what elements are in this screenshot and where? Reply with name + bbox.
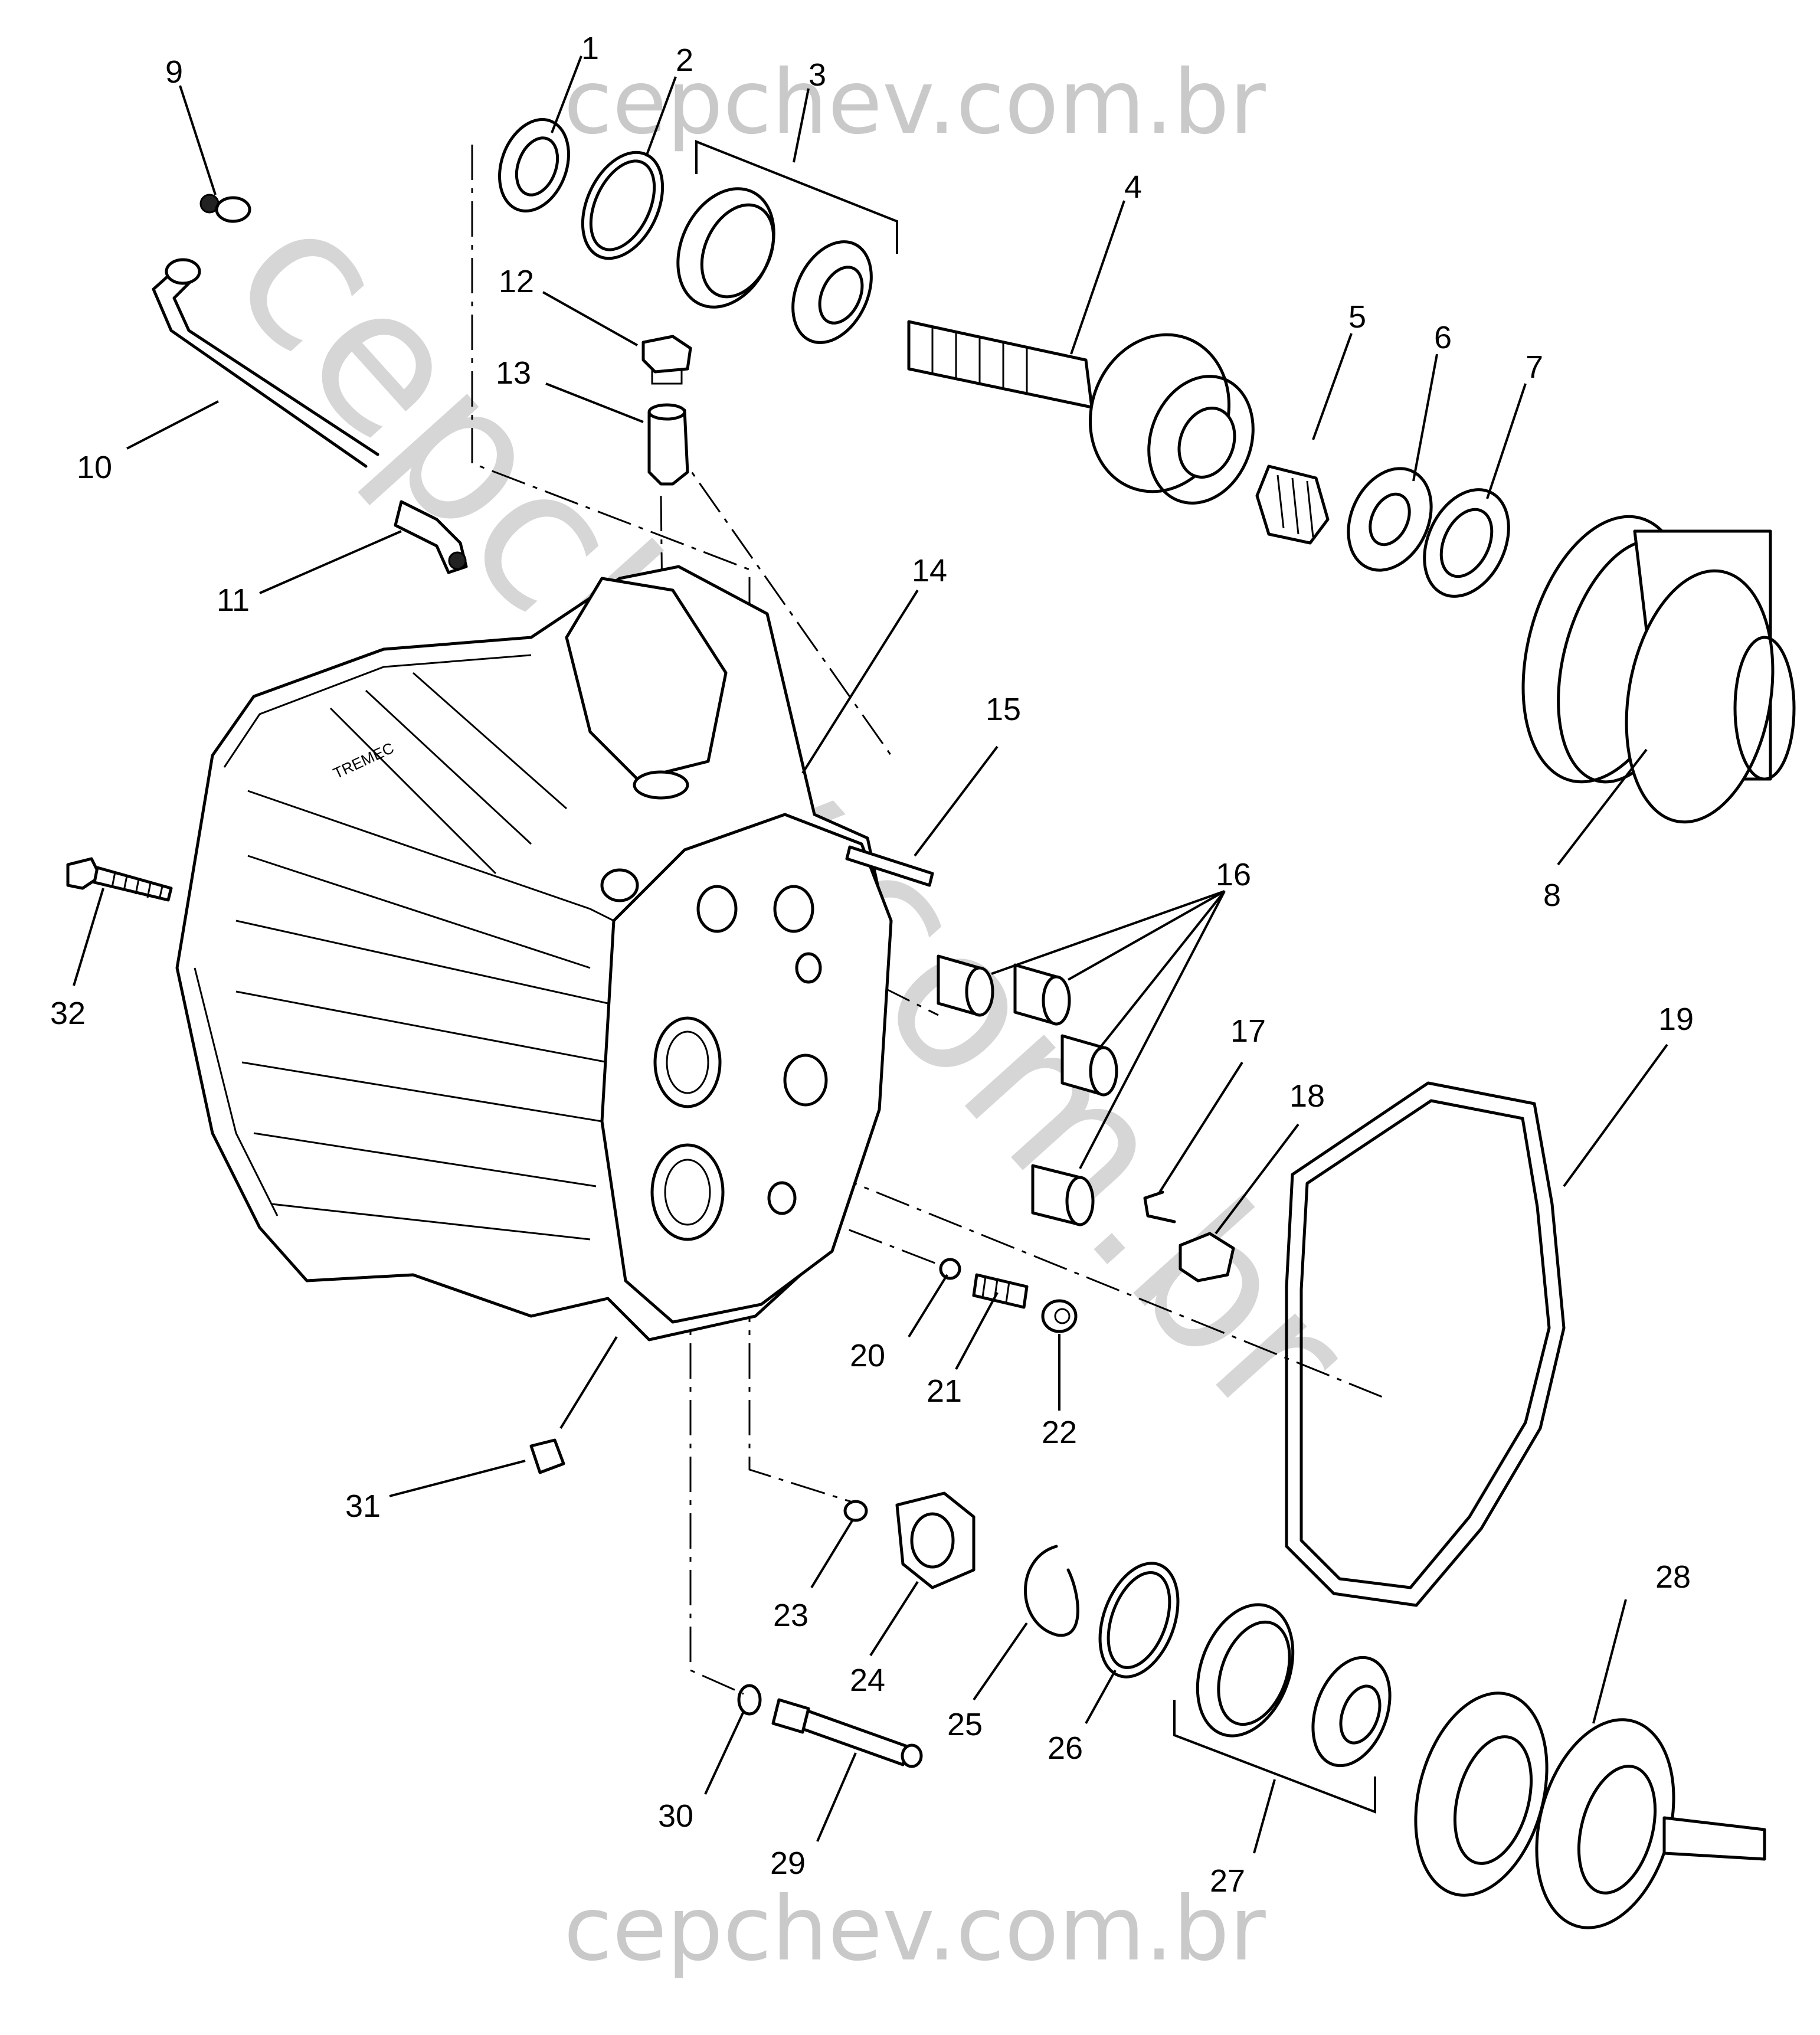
part-3-bearing — [676, 140, 898, 344]
callout-5: 5 — [1348, 299, 1366, 335]
callout-7: 7 — [1526, 349, 1543, 385]
callout-22: 22 — [1042, 1415, 1077, 1450]
callout-16: 16 — [1216, 857, 1251, 892]
callout-13: 13 — [496, 355, 531, 391]
callout-29: 29 — [770, 1846, 806, 1881]
callout-20: 20 — [850, 1338, 885, 1373]
callout-1: 1 — [581, 31, 599, 66]
leader-lines — [73, 55, 1668, 1854]
callout-26: 26 — [1048, 1730, 1083, 1766]
callout-8: 8 — [1543, 878, 1561, 913]
part-1-seal — [498, 118, 570, 212]
part-17-clip — [1143, 1190, 1176, 1223]
callout-labels: 1 2 3 4 5 6 7 8 9 10 11 12 13 14 15 16 1… — [50, 31, 1694, 1899]
part-10-vent-tube — [152, 258, 379, 468]
part-19-gasket — [1285, 1081, 1566, 1607]
part-25-snap-ring — [1024, 1545, 1079, 1637]
callout-27: 27 — [1210, 1863, 1245, 1899]
part-6-thrust-washer — [1347, 467, 1433, 572]
callout-6: 6 — [1434, 320, 1452, 355]
callout-4: 4 — [1124, 169, 1142, 205]
callout-24: 24 — [850, 1663, 885, 1698]
callout-23: 23 — [773, 1598, 808, 1633]
callout-32: 32 — [50, 996, 86, 1031]
part-13-detent — [647, 403, 689, 486]
callout-14: 14 — [912, 553, 947, 588]
part-11-vent-elbow — [394, 500, 468, 574]
callout-21: 21 — [927, 1373, 962, 1409]
callout-3: 3 — [808, 57, 826, 93]
part-20-ball — [939, 1258, 961, 1280]
callout-11: 11 — [217, 583, 250, 618]
part-28-countershaft — [1414, 1692, 1766, 1929]
callout-9: 9 — [165, 54, 183, 90]
part-31-plug — [529, 1438, 565, 1474]
callout-25: 25 — [947, 1707, 983, 1742]
part-9-clip — [199, 194, 251, 223]
callout-19: 19 — [1658, 1002, 1694, 1037]
part-8-mainshaft-assembly — [1521, 515, 1796, 824]
part-24-bearing-retainer — [895, 1491, 976, 1589]
callout-18: 18 — [1289, 1078, 1325, 1114]
part-27-bearing — [1173, 1603, 1392, 1814]
callout-12: 12 — [499, 264, 534, 299]
part-12-plug — [641, 335, 692, 385]
callout-17: 17 — [1230, 1013, 1266, 1049]
watermark-bottom: cepchev.com.br — [564, 1878, 1266, 1981]
callout-31: 31 — [345, 1488, 381, 1524]
callout-2: 2 — [676, 42, 693, 78]
clutch-housing: TREMEC — [175, 565, 893, 1342]
callout-15: 15 — [986, 692, 1021, 727]
callout-10: 10 — [77, 450, 112, 485]
part-21-spring — [972, 1273, 1029, 1309]
part-29-shift-shaft — [771, 1698, 923, 1768]
callout-28: 28 — [1655, 1559, 1691, 1595]
part-15-dowel-pin — [845, 845, 934, 887]
part-30-o-ring — [737, 1684, 762, 1716]
part-2-snap-ring — [581, 151, 665, 260]
callout-30: 30 — [658, 1798, 693, 1834]
part-23-pin — [843, 1500, 868, 1522]
part-22-plug — [1041, 1299, 1078, 1333]
part-5-roller-bearing — [1255, 464, 1330, 545]
part-16-bushings — [937, 954, 1118, 1226]
watermark-top: cepchev.com.br — [564, 51, 1266, 154]
part-32-bolt — [66, 857, 173, 902]
part-26-snap-ring — [1098, 1562, 1180, 1679]
part-18-plug — [1179, 1232, 1235, 1282]
part-4-input-shaft — [907, 320, 1255, 505]
